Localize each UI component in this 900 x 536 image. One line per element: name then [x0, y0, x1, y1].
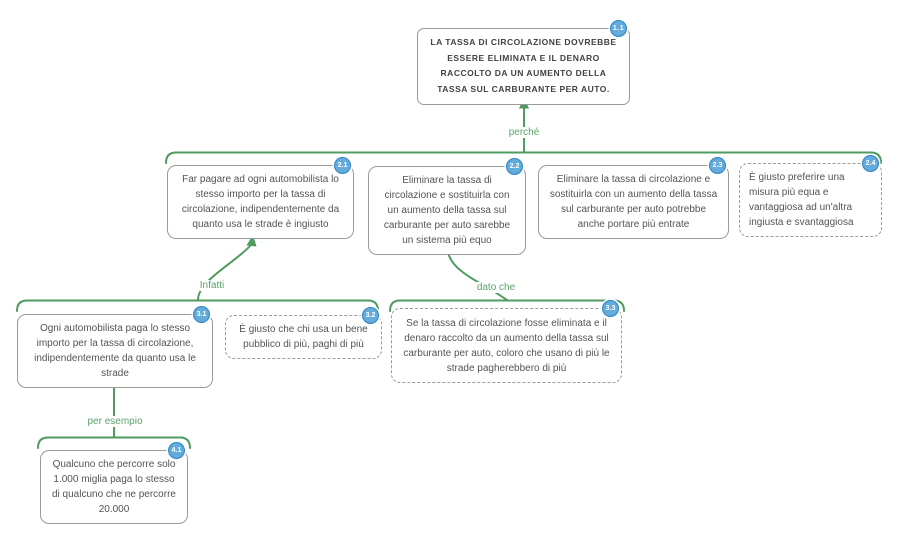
edge-label-dato-che: dato che — [473, 282, 519, 293]
edge-label-infatti: Infatti — [196, 280, 228, 291]
node-text-3-3: Se la tassa di circolazione fosse elimin… — [403, 317, 610, 374]
node-4-1[interactable]: 4.1 Qualcuno che percorre solo 1.000 mig… — [40, 442, 188, 524]
node-badge-3-2: 3.2 — [362, 307, 379, 324]
node-3-1[interactable]: 3.1 Ogni automobilista paga lo stesso im… — [17, 306, 213, 388]
node-text-2-3: Eliminare la tassa di circolazione e sos… — [549, 174, 718, 230]
node-badge-1-1: 1.1 — [610, 20, 627, 37]
node-badge-2-3: 2.3 — [709, 157, 726, 174]
node-text-3-1: Ogni automobilista paga lo stesso import… — [34, 323, 196, 379]
node-2-1[interactable]: 2.1 Far pagare ad ogni automobilista lo … — [167, 157, 354, 239]
node-text-2-1: Far pagare ad ogni automobilista lo stes… — [181, 174, 340, 230]
node-badge-2-2: 2.2 — [506, 158, 523, 175]
node-text-2-4: È giusto preferire una misura più equa e… — [749, 172, 854, 228]
node-1-1[interactable]: 1.1 La tassa di circolazione dovrebbe es… — [417, 20, 630, 105]
edge-label-per-esempio: per esempio — [84, 416, 146, 427]
node-badge-2-1: 2.1 — [334, 157, 351, 174]
node-badge-3-1: 3.1 — [193, 306, 210, 323]
node-text-3-2: È giusto che chi usa un bene pubblico di… — [239, 324, 368, 350]
node-3-3[interactable]: 3.3 Se la tassa di circolazione fosse el… — [391, 300, 622, 383]
edge-label-perche: perché — [505, 127, 543, 138]
node-badge-3-3: 3.3 — [602, 300, 619, 317]
edge-infatti — [16, 234, 379, 312]
node-badge-2-4: 2.4 — [862, 155, 879, 172]
node-text-1-1: La tassa di circolazione dovrebbe essere… — [430, 37, 617, 95]
node-2-2[interactable]: 2.2 Eliminare la tassa di circolazione e… — [368, 158, 526, 255]
node-badge-4-1: 4.1 — [168, 442, 185, 459]
node-3-2[interactable]: 3.2 È giusto che chi usa un bene pubblic… — [225, 307, 382, 359]
node-text-2-2: Eliminare la tassa di circolazione e sos… — [383, 175, 511, 246]
node-text-4-1: Qualcuno che percorre solo 1.000 miglia … — [52, 459, 176, 515]
node-2-3[interactable]: 2.3 Eliminare la tassa di circolazione e… — [538, 157, 729, 239]
edge-per-esempio — [37, 382, 191, 449]
node-2-4[interactable]: 2.4 È giusto preferire una misura più eq… — [739, 155, 882, 237]
